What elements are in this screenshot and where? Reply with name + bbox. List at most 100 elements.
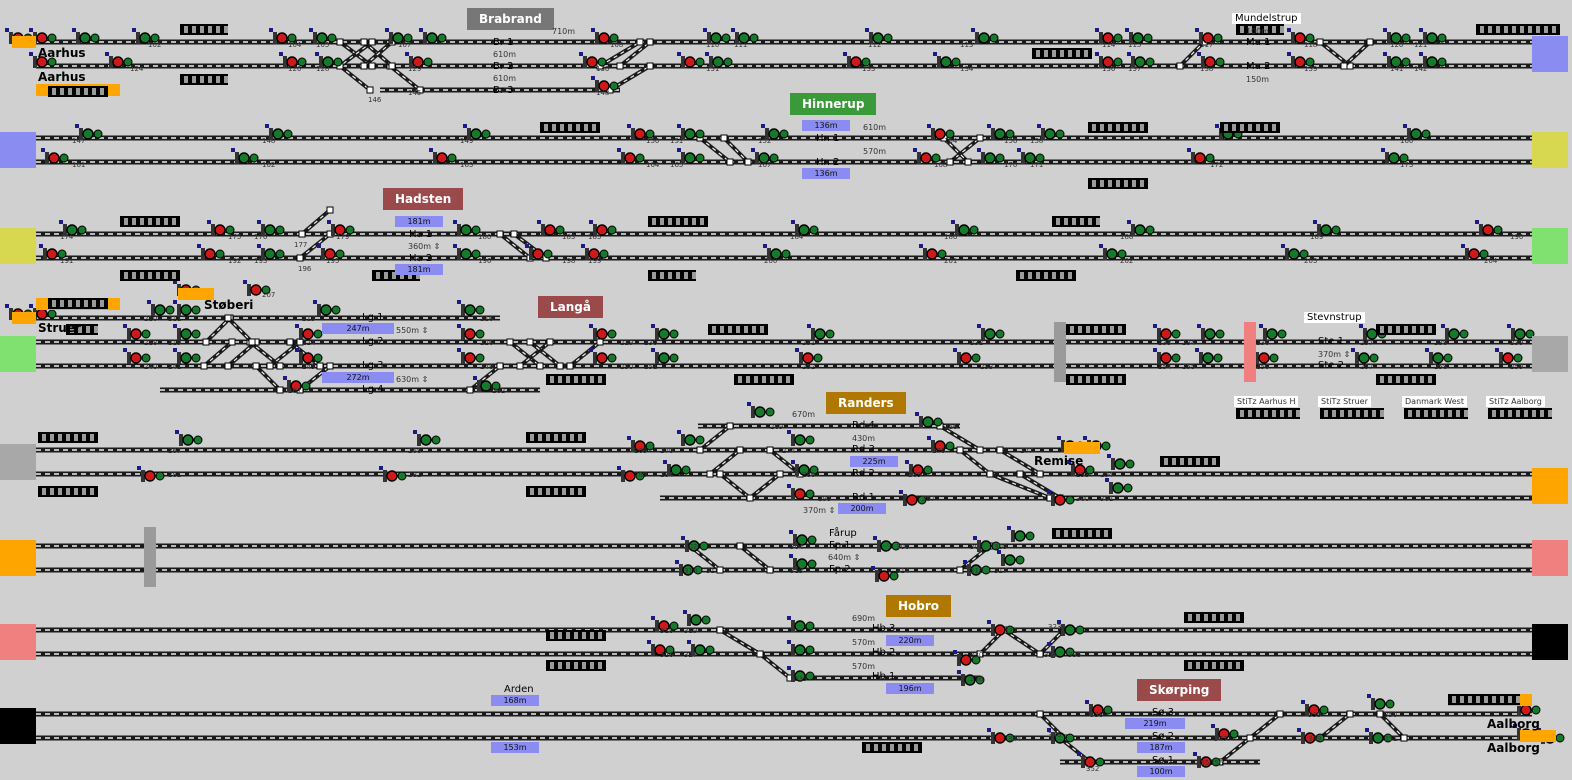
signal-lamp-icon[interactable] [980,540,992,552]
switch-point[interactable] [946,158,954,166]
signal-lamp-icon[interactable] [1358,352,1370,364]
stitz-button[interactable]: Danmark West [1402,396,1467,407]
signal-lamp-icon[interactable] [1218,728,1230,740]
signal-lamp-icon[interactable] [1320,224,1332,236]
switch-point[interactable] [228,338,236,346]
switch-point[interactable] [510,230,518,238]
signal-lamp-icon[interactable] [46,248,58,260]
signal-lamp-icon[interactable] [1410,128,1422,140]
switch-point[interactable] [1036,650,1044,658]
signal-lamp-icon[interactable] [426,32,438,44]
signal-lamp-icon[interactable] [994,624,1006,636]
switch-point[interactable] [696,446,704,454]
block-section-indicator[interactable] [48,86,108,97]
signal-lamp-icon[interactable] [1432,352,1444,364]
signal-lamp-icon[interactable] [1514,328,1526,340]
block-section-indicator[interactable] [1052,528,1112,539]
stitz-button[interactable]: StiTz Aalborg [1486,396,1545,407]
signal-lamp-icon[interactable] [1014,530,1026,542]
block-section-indicator[interactable] [1476,24,1560,35]
signal-lamp-icon[interactable] [302,352,314,364]
switch-point[interactable] [1316,38,1324,46]
switch-point[interactable] [716,566,724,574]
signal-lamp-icon[interactable] [794,644,806,656]
signal-lamp-icon[interactable] [906,494,918,506]
stitz-button[interactable]: StiTz Aarhus H [1234,396,1299,407]
switch-point[interactable] [736,446,744,454]
signal-lamp-icon[interactable] [48,152,60,164]
signal-lamp-icon[interactable] [1160,328,1172,340]
block-section-indicator[interactable] [1032,48,1092,59]
signal-lamp-icon[interactable] [798,224,810,236]
switch-point[interactable] [976,446,984,454]
signal-lamp-icon[interactable] [1388,152,1400,164]
signal-lamp-icon[interactable] [1064,624,1076,636]
block-section-indicator[interactable] [120,270,180,281]
switch-point[interactable] [1246,734,1254,742]
signal-lamp-icon[interactable] [316,32,328,44]
signal-lamp-icon[interactable] [532,248,544,260]
switch-point[interactable] [996,446,1004,454]
block-section-indicator[interactable] [1016,270,1076,281]
block-section-indicator[interactable] [734,374,794,385]
switch-point[interactable] [716,626,724,634]
switch-point[interactable] [316,362,324,370]
signal-lamp-icon[interactable] [1482,224,1494,236]
signal-lamp-icon[interactable] [286,56,298,68]
signal-lamp-icon[interactable] [1102,32,1114,44]
signal-lamp-icon[interactable] [814,328,826,340]
switch-point[interactable] [616,62,624,70]
signal-lamp-icon[interactable] [850,56,862,68]
switch-point[interactable] [366,86,374,94]
signal-lamp-icon[interactable] [624,470,636,482]
signal-lamp-icon[interactable] [1054,732,1066,744]
signal-lamp-icon[interactable] [768,128,780,140]
block-section-indicator[interactable] [1184,612,1244,623]
signal-lamp-icon[interactable] [238,152,250,164]
signal-lamp-icon[interactable] [1074,464,1086,476]
signal-lamp-icon[interactable] [1092,704,1104,716]
signal-lamp-icon[interactable] [682,564,694,576]
switch-point[interactable] [976,650,984,658]
signal-lamp-icon[interactable] [204,248,216,260]
switch-point[interactable] [248,338,256,346]
block-section-indicator[interactable] [1236,24,1284,35]
signal-lamp-icon[interactable] [1288,248,1300,260]
signal-lamp-icon[interactable] [596,224,608,236]
block-section-indicator[interactable] [180,74,228,85]
signal-lamp-icon[interactable] [754,406,766,418]
signal-lamp-icon[interactable] [392,32,404,44]
signal-lamp-icon[interactable] [1266,328,1278,340]
signal-lamp-icon[interactable] [1304,732,1316,744]
signal-lamp-icon[interactable] [802,352,814,364]
switch-point[interactable] [1346,710,1354,718]
block-section-indicator[interactable] [38,432,98,443]
block-section-indicator[interactable] [372,270,420,281]
block-section-indicator[interactable] [546,374,606,385]
signal-lamp-icon[interactable] [322,56,334,68]
signal-lamp-icon[interactable] [1502,352,1514,364]
block-section-indicator[interactable] [1236,408,1300,419]
switch-point[interactable] [986,470,994,478]
signal-lamp-icon[interactable] [130,352,142,364]
signal-lamp-icon[interactable] [1160,352,1172,364]
signal-lamp-icon[interactable] [112,56,124,68]
signal-lamp-icon[interactable] [684,434,696,446]
block-section-indicator[interactable] [180,24,228,35]
switch-point[interactable] [276,386,284,394]
switch-diagonal[interactable] [718,628,762,656]
switch-point[interactable] [726,158,734,166]
signal-lamp-icon[interactable] [1390,56,1402,68]
switch-point[interactable] [506,338,514,346]
signal-lamp-icon[interactable] [464,304,476,316]
signal-lamp-icon[interactable] [272,128,284,140]
switch-point[interactable] [496,362,504,370]
signal-lamp-icon[interactable] [1054,494,1066,506]
signal-lamp-icon[interactable] [334,224,346,236]
signal-lamp-icon[interactable] [798,464,810,476]
signal-lamp-icon[interactable] [658,352,670,364]
signal-lamp-icon[interactable] [684,128,696,140]
signal-lamp-icon[interactable] [588,248,600,260]
signal-lamp-icon[interactable] [1132,32,1144,44]
block-section-indicator[interactable] [66,324,98,335]
